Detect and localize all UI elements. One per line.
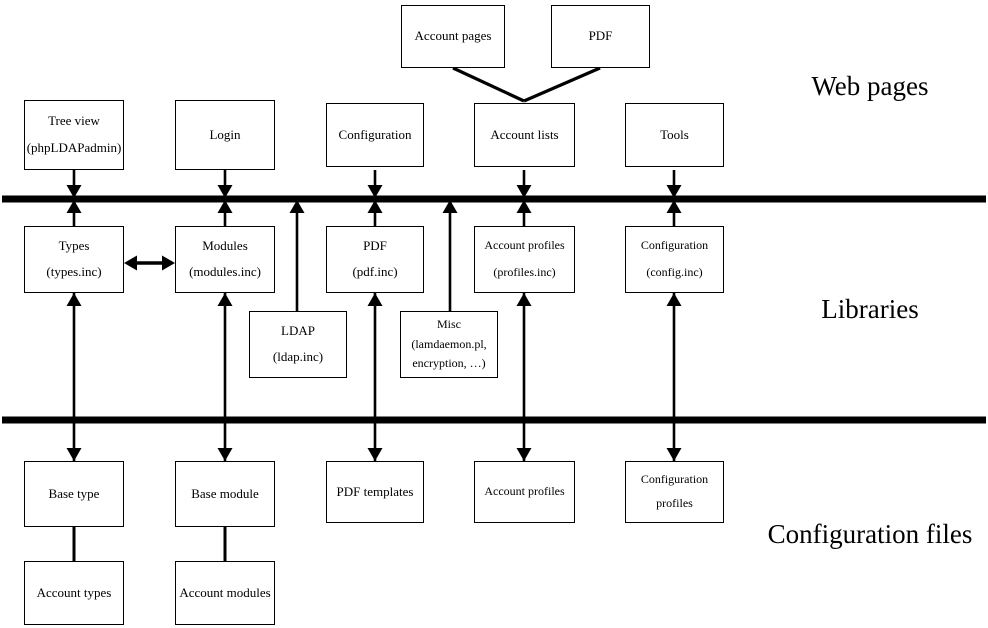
account-pages-to-account-lists (452, 66, 525, 103)
node-pdf-source[interactable]: PDF (551, 5, 650, 68)
node-base-type-line-0: Base type (48, 485, 100, 501)
node-configuration-profiles-file-line-0: Configuration (640, 471, 709, 486)
configuration-up-arrowhead (666, 200, 682, 213)
node-base-type[interactable]: Base type (24, 461, 124, 527)
node-account-modules-line-0: Account modules (179, 584, 271, 600)
node-account-profiles-lib-line-1: (profiles.inc) (493, 264, 556, 279)
bar2-to-configuration-arrowhead (666, 293, 682, 306)
node-account-modules[interactable]: Account modules (175, 561, 275, 625)
bar2-to-pdf-arrowhead (367, 293, 383, 306)
types-modules-link-arrowhead-left (124, 255, 137, 271)
node-configuration-page[interactable]: Configuration (326, 103, 424, 167)
account-profiles-up-arrowhead (516, 200, 532, 213)
node-account-profiles-file[interactable]: Account profiles (474, 461, 575, 523)
node-login-line-0: Login (209, 126, 241, 142)
node-base-module-line-0: Base module (191, 485, 259, 501)
node-modules-lib-line-0: Modules (202, 237, 248, 253)
node-tools[interactable]: Tools (625, 103, 724, 167)
bar2-to-pdf-templates-arrowhead (367, 448, 383, 461)
node-account-types-line-0: Account types (36, 584, 112, 600)
node-account-profiles-file-line-0: Account profiles (484, 484, 565, 499)
node-configuration-lib-line-0: Configuration (640, 238, 709, 253)
node-account-pages[interactable]: Account pages (401, 5, 505, 68)
tools-down-arrowhead (666, 185, 682, 198)
node-configuration-profiles-file[interactable]: Configuration profiles (625, 461, 724, 523)
node-login[interactable]: Login (175, 100, 275, 170)
node-account-profiles-lib-line-0: Account profiles (484, 238, 565, 253)
account-lists-down-arrowhead (516, 185, 532, 198)
node-pdf-templates-line-0: PDF templates (336, 483, 414, 499)
bar2-to-account-profiles-file-arrowhead (516, 448, 532, 461)
section-label-configuration-files: Configuration files (767, 518, 973, 549)
types-modules-link-arrowhead-right (162, 255, 175, 271)
node-account-lists-line-0: Account lists (490, 126, 559, 142)
login-down-arrowhead (217, 185, 233, 198)
configuration-down-arrowhead (367, 185, 383, 198)
node-configuration-lib-line-1: (config.inc) (646, 264, 703, 279)
tree-view-down-arrowhead (66, 185, 82, 198)
bar2-to-base-module-arrowhead (217, 448, 233, 461)
node-misc-lib-line-1: (lamdaemon.pl, (411, 336, 487, 351)
node-pdf-lib[interactable]: PDF (pdf.inc) (326, 226, 424, 293)
node-tree-view-line-1: (phpLDAPadmin) (26, 140, 122, 156)
node-account-lists[interactable]: Account lists (474, 103, 575, 167)
node-pdf-templates[interactable]: PDF templates (326, 461, 424, 523)
node-configuration-page-line-0: Configuration (338, 126, 412, 142)
types-up-arrowhead (66, 200, 82, 213)
node-pdf-source-line-0: PDF (588, 28, 613, 44)
node-ldap-lib[interactable]: LDAP (ldap.inc) (249, 311, 347, 378)
pdf-to-account-lists (523, 66, 601, 103)
node-configuration-lib[interactable]: Configuration (config.inc) (625, 226, 724, 293)
bar2-to-configuration-profiles-arrowhead (666, 448, 682, 461)
bar2-to-account-profiles-arrowhead (516, 293, 532, 306)
node-account-profiles-lib[interactable]: Account profiles (profiles.inc) (474, 226, 575, 293)
node-misc-lib-line-2: encryption, …) (412, 356, 486, 371)
node-account-types[interactable]: Account types (24, 561, 124, 625)
node-base-module[interactable]: Base module (175, 461, 275, 527)
node-account-pages-line-0: Account pages (414, 28, 492, 44)
node-types-lib[interactable]: Types (types.inc) (24, 226, 124, 293)
node-tree-view[interactable]: Tree view (phpLDAPadmin) (24, 100, 124, 170)
node-types-lib-line-1: (types.inc) (46, 264, 102, 280)
node-modules-lib[interactable]: Modules (modules.inc) (175, 226, 275, 293)
node-configuration-profiles-file-line-1: profiles (656, 496, 693, 511)
bar2-to-types-arrowhead (66, 293, 82, 306)
node-ldap-lib-line-0: LDAP (281, 322, 315, 338)
node-misc-lib-line-0: Misc (437, 316, 461, 331)
node-pdf-lib-line-1: (pdf.inc) (352, 264, 398, 280)
modules-up-arrowhead (217, 200, 233, 213)
node-tree-view-line-0: Tree view (48, 112, 100, 128)
node-tools-line-0: Tools (660, 126, 689, 142)
pdf-up-arrowhead (367, 200, 383, 213)
connectors-group (66, 66, 682, 561)
node-modules-lib-line-1: (modules.inc) (189, 264, 261, 280)
web-pages-bar (2, 195, 986, 203)
layer-bars-group (2, 195, 986, 424)
node-types-lib-line-0: Types (58, 237, 90, 253)
node-pdf-lib-line-0: PDF (363, 237, 387, 253)
bar2-to-base-type-arrowhead (66, 448, 82, 461)
node-misc-lib[interactable]: Misc (lamdaemon.pl, encryption, …) (400, 311, 498, 378)
section-label-libraries: Libraries (821, 293, 919, 324)
misc-up-arrowhead (442, 200, 458, 213)
section-label-web-pages: Web pages (811, 70, 929, 101)
libraries-bar (2, 416, 986, 424)
bar2-to-modules-arrowhead (217, 293, 233, 306)
ldap-up-arrowhead (289, 200, 305, 213)
node-ldap-lib-line-1: (ldap.inc) (272, 349, 324, 365)
